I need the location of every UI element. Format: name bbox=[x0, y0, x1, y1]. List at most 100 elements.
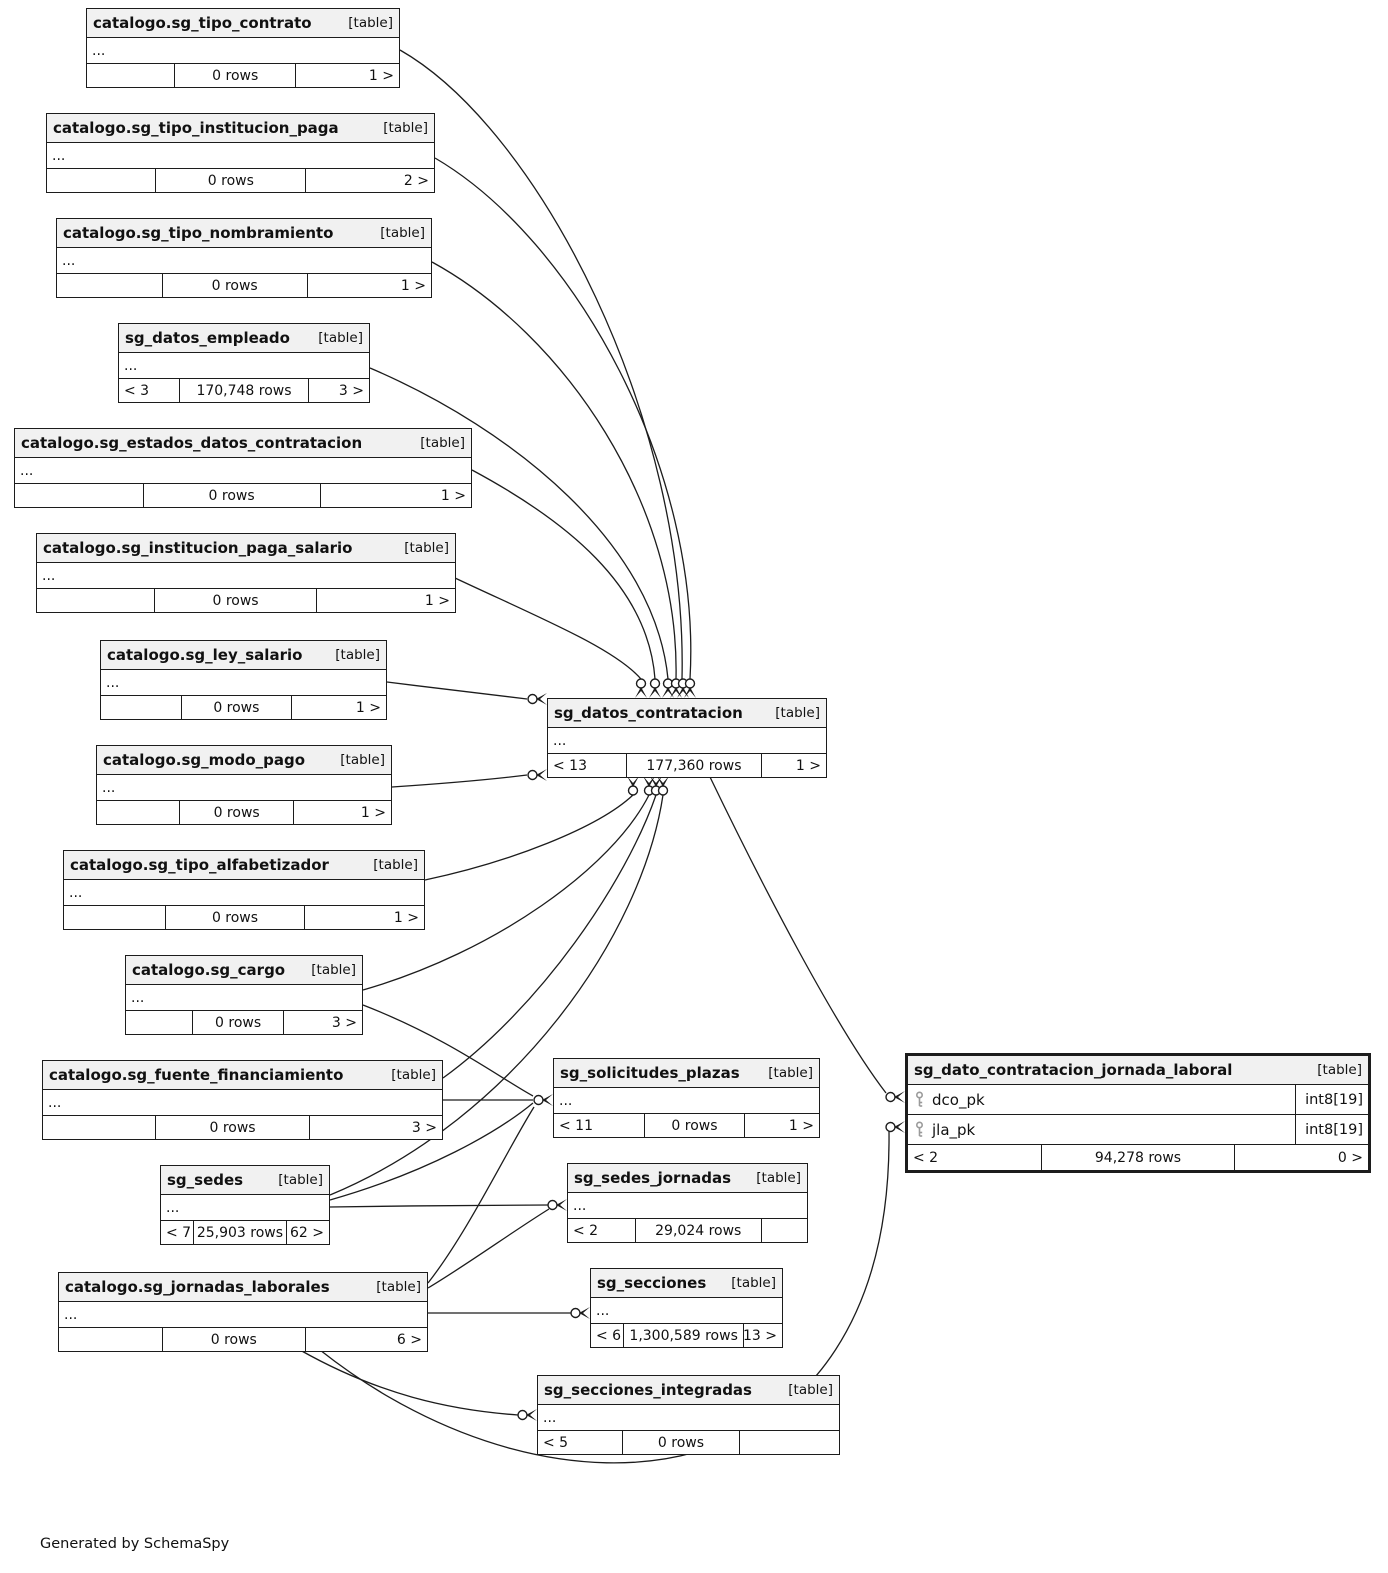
table-name: sg_sedes bbox=[167, 1171, 244, 1189]
column-row-dco-pk[interactable]: dco_pk int8[19] bbox=[908, 1085, 1368, 1115]
primary-key-icon bbox=[914, 1121, 925, 1138]
table-name: catalogo.sg_estados_datos_contratacion bbox=[21, 434, 363, 452]
child-count: 13 > bbox=[743, 1327, 777, 1344]
child-count bbox=[740, 1431, 839, 1454]
crowfoot-connector bbox=[635, 678, 647, 698]
crowfoot-connector bbox=[527, 769, 547, 781]
table-node-catalogo-sg-jornadas-laborales[interactable]: catalogo.sg_jornadas_laborales[table] ..… bbox=[58, 1272, 428, 1352]
relationship-edge bbox=[471, 469, 656, 680]
table-node-catalogo-sg-fuente-financiamiento[interactable]: catalogo.sg_fuente_financiamiento [table]… bbox=[42, 1060, 443, 1140]
parent-count: < 7 bbox=[166, 1224, 192, 1241]
row-count: 0 rows bbox=[155, 169, 307, 192]
table-type-tag: [table] bbox=[373, 857, 418, 873]
table-node-catalogo-sg-tipo-nombramiento[interactable]: catalogo.sg_tipo_nombramiento[table] ...… bbox=[56, 218, 432, 298]
column-row-jla-pk[interactable]: jla_pk int8[19] bbox=[908, 1115, 1368, 1145]
collapsed-columns-ellipsis: ... bbox=[573, 1197, 587, 1214]
crowfoot-connector bbox=[662, 678, 674, 698]
crowfoot-connector bbox=[885, 1121, 905, 1133]
child-count: 1 > bbox=[355, 699, 381, 716]
table-type-tag: [table] bbox=[348, 15, 393, 31]
table-type-tag: [table] bbox=[376, 1279, 421, 1295]
collapsed-columns-ellipsis: ... bbox=[102, 779, 116, 796]
row-count: 170,748 rows bbox=[179, 379, 309, 402]
relationship-edge bbox=[442, 794, 657, 1079]
parent-count bbox=[126, 1011, 192, 1034]
table-name: catalogo.sg_tipo_alfabetizador bbox=[70, 856, 329, 874]
table-type-tag: [table] bbox=[340, 752, 385, 768]
crowfoot-connector bbox=[533, 1094, 553, 1106]
table-node-sg-dato-contratacion-jornada-laboral[interactable]: sg_dato_contratacion_jornada_laboral[tab… bbox=[905, 1053, 1371, 1173]
table-node-catalogo-sg-institucion-paga-salario[interactable]: catalogo.sg_institucion_paga_salario[tab… bbox=[36, 533, 456, 613]
row-count: 0 rows bbox=[174, 64, 297, 87]
child-count: 1 > bbox=[788, 1117, 814, 1134]
parent-count bbox=[15, 484, 143, 507]
child-count: 0 > bbox=[1337, 1149, 1363, 1166]
table-node-catalogo-sg-tipo-contrato[interactable]: catalogo.sg_tipo_contrato[table] ... 0 r… bbox=[86, 8, 400, 88]
table-type-tag: [table] bbox=[278, 1172, 323, 1188]
crowfoot-connector bbox=[517, 1409, 537, 1421]
column-type: int8[19] bbox=[1295, 1085, 1368, 1114]
relationship-edge bbox=[709, 776, 887, 1094]
relationship-edge bbox=[386, 681, 528, 700]
table-type-tag: [table] bbox=[380, 225, 425, 241]
table-type-tag: [table] bbox=[420, 435, 465, 451]
parent-count bbox=[43, 1116, 155, 1139]
child-count: 62 > bbox=[290, 1224, 324, 1241]
row-count: 0 rows bbox=[154, 1116, 311, 1139]
relationship-edge bbox=[299, 1349, 519, 1416]
collapsed-columns-ellipsis: ... bbox=[124, 357, 138, 374]
table-node-catalogo-sg-tipo-alfabetizador[interactable]: catalogo.sg_tipo_alfabetizador[table] ..… bbox=[63, 850, 425, 930]
row-count: 0 rows bbox=[164, 906, 306, 929]
row-count: 0 rows bbox=[644, 1114, 745, 1137]
collapsed-columns-ellipsis: ... bbox=[596, 1302, 610, 1319]
table-node-catalogo-sg-ley-salario[interactable]: catalogo.sg_ley_salario[table] ... 0 row… bbox=[100, 640, 387, 720]
crowfoot-connector bbox=[677, 678, 689, 698]
table-name: catalogo.sg_tipo_nombramiento bbox=[63, 224, 334, 242]
parent-count bbox=[57, 274, 162, 297]
table-type-tag: [table] bbox=[1317, 1062, 1362, 1078]
collapsed-columns-ellipsis: ... bbox=[166, 1199, 180, 1216]
parent-count bbox=[47, 169, 155, 192]
collapsed-columns-ellipsis: ... bbox=[553, 732, 567, 749]
table-name: sg_datos_contratacion bbox=[554, 704, 743, 722]
child-count: 3 > bbox=[338, 382, 364, 399]
row-count: 94,278 rows bbox=[1041, 1145, 1235, 1170]
table-node-catalogo-sg-estados-datos-contratacion[interactable]: catalogo.sg_estados_datos_contratacion [t… bbox=[14, 428, 472, 508]
relationship-edge bbox=[427, 1208, 550, 1289]
child-count bbox=[762, 1219, 807, 1242]
table-type-tag: [table] bbox=[335, 647, 380, 663]
child-count: 1 > bbox=[360, 804, 386, 821]
table-type-tag: [table] bbox=[391, 1067, 436, 1083]
relationship-edge bbox=[434, 157, 692, 680]
crowfoot-connector bbox=[643, 776, 655, 796]
crowfoot-connector bbox=[547, 1199, 567, 1211]
crowfoot-connector bbox=[657, 776, 669, 796]
table-type-tag: [table] bbox=[756, 1170, 801, 1186]
crowfoot-connector bbox=[527, 693, 547, 705]
crowfoot-connector bbox=[627, 776, 639, 796]
crowfoot-connector bbox=[570, 1307, 590, 1319]
collapsed-columns-ellipsis: ... bbox=[52, 147, 66, 164]
parent-count bbox=[37, 589, 154, 612]
table-name: catalogo.sg_fuente_financiamiento bbox=[49, 1066, 344, 1084]
table-name: sg_solicitudes_plazas bbox=[560, 1064, 740, 1082]
collapsed-columns-ellipsis: ... bbox=[20, 462, 34, 479]
table-node-catalogo-sg-tipo-institucion-paga[interactable]: catalogo.sg_tipo_institucion_paga[table]… bbox=[46, 113, 435, 193]
child-count: 1 > bbox=[795, 757, 821, 774]
column-type: int8[19] bbox=[1295, 1115, 1368, 1144]
table-type-tag: [table] bbox=[311, 962, 356, 978]
child-count: 3 > bbox=[411, 1119, 437, 1136]
row-count: 29,024 rows bbox=[634, 1219, 762, 1242]
table-type-tag: [table] bbox=[383, 120, 428, 136]
parent-count: < 13 bbox=[553, 757, 587, 774]
